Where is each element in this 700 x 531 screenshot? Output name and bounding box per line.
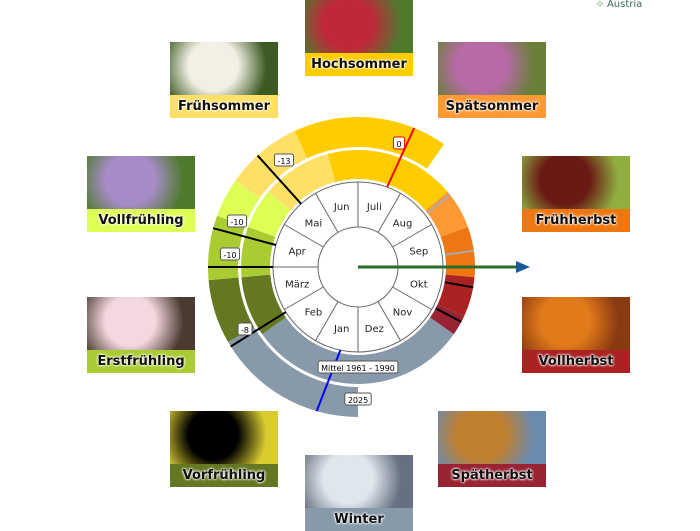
diff-vorfruehling-text: -8 (241, 326, 249, 335)
season-card-vollfruehling: Vollfrühling (87, 156, 195, 232)
month-label: Juli (366, 202, 382, 213)
logo-icon: ⟡ (596, 0, 604, 10)
mean-ring-erstfruehling (241, 226, 276, 278)
mean-ring-winter (262, 317, 454, 385)
month-label: Sep (409, 247, 428, 258)
diff-vorfruehling-box (237, 322, 253, 336)
year-ring-fruehsommer (235, 131, 308, 199)
year-label-text: 2025 (348, 396, 368, 405)
season-photo (438, 42, 546, 95)
diff-fruehsommer-text: -13 (277, 157, 290, 166)
season-card-vollherbst: Vollherbst (522, 297, 630, 373)
season-label: Vollfrühling (87, 209, 195, 232)
year-label-box (344, 392, 372, 406)
season-card-erstfruehling: Erstfrühling (87, 297, 195, 373)
year-ring-vollfruehling (217, 180, 260, 226)
diff-vollfruehling: -10 (226, 214, 248, 228)
season-label: Vorfrühling (170, 464, 278, 487)
month-label: Aug (393, 218, 413, 229)
diff-vollfruehling-box (226, 214, 248, 228)
season-photo (170, 42, 278, 95)
onset-line (256, 154, 302, 205)
month-label: Apr (288, 247, 306, 258)
season-card-spaetsommer: Spätsommer (438, 42, 546, 118)
mean-period-label: Mittel 1961 - 1990 (317, 360, 399, 374)
diff-fruehsommer-box (273, 153, 295, 167)
month-divider (315, 193, 339, 233)
season-label: Frühherbst (522, 209, 630, 232)
month-label: Jan (333, 324, 349, 335)
season-label: Vollherbst (522, 350, 630, 373)
month-label: Dez (365, 324, 384, 335)
mean-ring-hochsommer (327, 150, 448, 211)
month-divider (377, 193, 401, 233)
onset-line (230, 311, 287, 348)
diff-fruehsommer: -13 (273, 153, 295, 167)
mean-ring-spaetsommer (425, 191, 468, 237)
season-photo (87, 297, 195, 350)
month-label: Nov (393, 308, 413, 319)
year-start-line (315, 349, 342, 412)
month-label: Jun (333, 202, 350, 213)
diff-erstfruehling-text: -10 (223, 251, 236, 260)
season-photo (170, 411, 278, 464)
season-photo (438, 411, 546, 464)
season-label: Hochsommer (305, 53, 413, 76)
year-ring-hochsommer (294, 117, 445, 169)
season-boundary (426, 194, 451, 214)
season-label: Erstfrühling (87, 350, 195, 373)
onset-line (212, 227, 277, 246)
month-label: Feb (305, 308, 323, 319)
season-card-hochsommer: Hochsommer (305, 0, 413, 76)
diff-vollfruehling-text: -10 (230, 218, 243, 227)
diff-erstfruehling: -10 (219, 247, 241, 261)
season-card-fruehherbst: Frühherbst (522, 156, 630, 232)
diff-hochsommer: 0 (392, 136, 406, 150)
month-divider (284, 286, 324, 310)
season-boundary (435, 307, 462, 323)
season-label: Spätsommer (438, 95, 546, 118)
season-photo (522, 156, 630, 209)
month-label: Okt (410, 279, 428, 290)
arrow-head-icon (516, 261, 530, 273)
diff-erstfruehling-box (219, 247, 241, 261)
season-boundary (444, 281, 474, 289)
mean-ring-spaetherbst (430, 304, 465, 335)
year-label: 2025 (344, 392, 372, 406)
month-divider (392, 224, 432, 248)
season-label: Spätherbst (438, 464, 546, 487)
month-divider (315, 301, 339, 341)
season-photo (305, 455, 413, 508)
season-label: Frühsommer (170, 95, 278, 118)
mean-ring-fruehsommer (268, 153, 336, 211)
mean-period-label-text: Mittel 1961 - 1990 (321, 364, 395, 373)
season-card-vorfruehling: Vorfrühling (170, 411, 278, 487)
season-photo (87, 156, 195, 209)
logo: ⟡Austria (596, 0, 642, 11)
season-card-spaetherbst: Spätherbst (438, 411, 546, 487)
season-boundary (445, 249, 475, 256)
month-divider (392, 286, 432, 310)
diff-hochsommer-box (392, 136, 406, 150)
season-card-fruehsommer: Frühsommer (170, 42, 278, 118)
season-photo (305, 0, 413, 53)
month-divider (377, 301, 401, 341)
month-label: Mai (305, 218, 323, 229)
mean-ring-vollfruehling (248, 191, 291, 237)
mean-period-label-box (317, 360, 399, 374)
diff-hochsommer-text: 0 (396, 140, 401, 149)
month-label: März (285, 279, 309, 290)
diff-vorfruehling: -8 (237, 322, 253, 336)
month-divider (284, 224, 324, 248)
year-ring-winter (228, 327, 358, 417)
season-photo (522, 297, 630, 350)
hochsommer-shift-line (386, 127, 416, 188)
